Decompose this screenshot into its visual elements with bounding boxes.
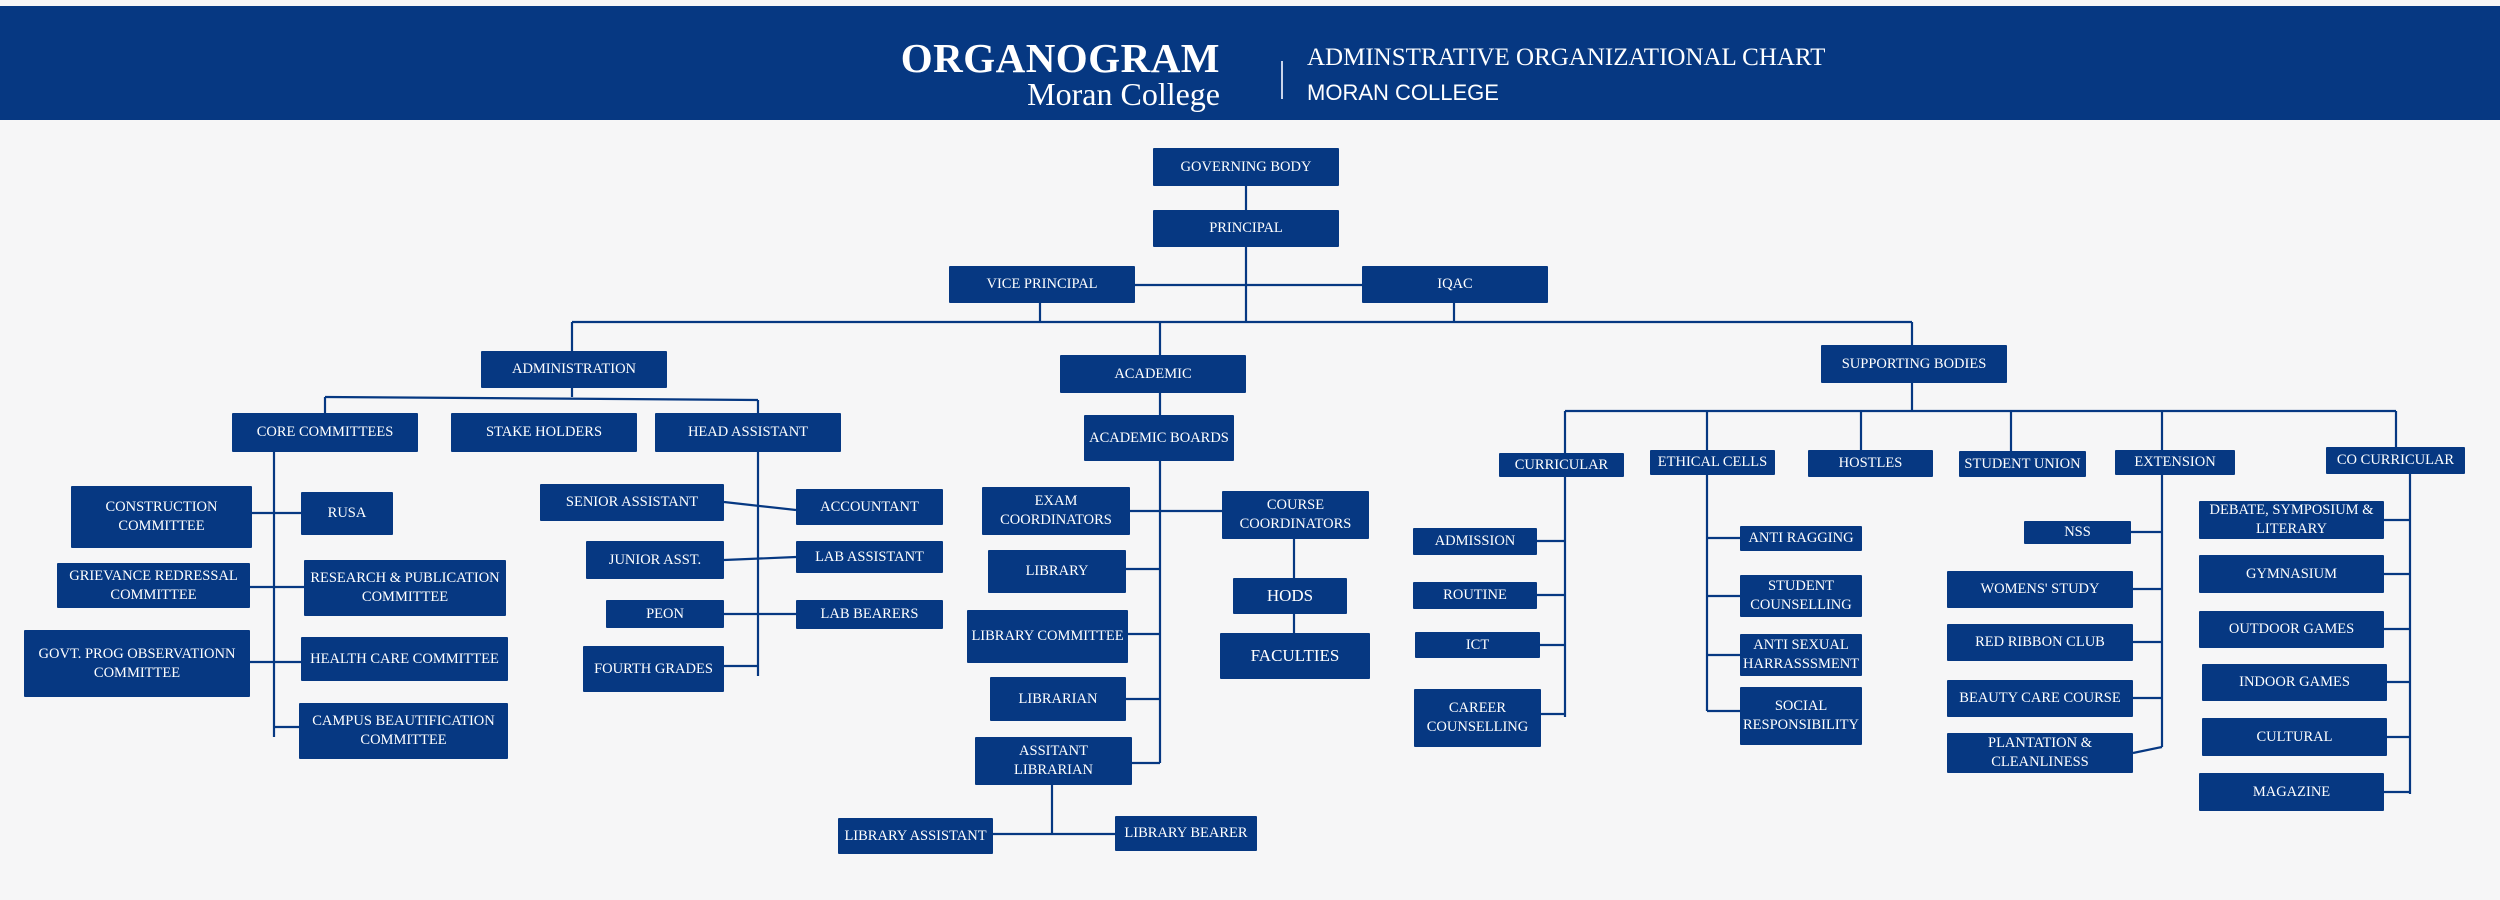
node-anti-sexual-harassment: ANTI SEXUAL HARRASSSMENT [1740, 634, 1862, 676]
node-nss: NSS [2024, 521, 2131, 544]
node-accountant: ACCOUNTANT [796, 489, 943, 525]
node-hods: HODS [1233, 578, 1347, 614]
node-faculties: FACULTIES [1220, 633, 1370, 679]
node-academic-boards: ACADEMIC BOARDS [1084, 415, 1234, 461]
node-library: LIBRARY [988, 550, 1126, 593]
node-outdoor-games: OUTDOOR GAMES [2199, 611, 2384, 648]
node-stake-holders: STAKE HOLDERS [451, 413, 637, 452]
chart-subtitle: MORAN COLLEGE [1307, 80, 1499, 105]
node-anti-ragging: ANTI RAGGING [1740, 526, 1862, 551]
node-cultural: CULTURAL [2202, 718, 2387, 756]
node-womens-study: WOMENS' STUDY [1947, 571, 2133, 608]
node-head-assistant: HEAD ASSISTANT [655, 413, 841, 452]
node-routine: ROUTINE [1413, 582, 1537, 609]
node-magazine: MAGAZINE [2199, 773, 2384, 811]
brand-subtitle: Moran College [1027, 76, 1220, 112]
node-library-assistant: LIBRARY ASSISTANT [838, 818, 993, 854]
node-career-counselling: CAREER COUNSELLING [1414, 689, 1541, 747]
node-course-coordinators: COURSE COORDINATORS [1222, 491, 1369, 539]
node-co-curricular: CO CURRICULAR [2326, 447, 2465, 474]
brand-title: ORGANOGRAM [900, 35, 1220, 81]
node-academic: ACADEMIC [1060, 355, 1246, 393]
node-admission: ADMISSION [1413, 528, 1537, 555]
node-student-counselling: STUDENT COUNSELLING [1740, 575, 1862, 617]
node-research-committee: RESEARCH & PUBLICATION COMMITTEE [304, 560, 506, 616]
header-banner: ORGANOGRAM Moran College ADMINSTRATIVE O… [0, 6, 2500, 120]
node-iqac: IQAC [1362, 266, 1548, 303]
node-govt-prog-committee: GOVT. PROG OBSERVATIONN COMMITTEE [24, 630, 250, 697]
node-junior-asst: JUNIOR ASST. [586, 541, 724, 579]
node-ict: ICT [1415, 632, 1540, 658]
node-extension: EXTENSION [2115, 450, 2235, 475]
node-indoor-games: INDOOR GAMES [2202, 664, 2387, 701]
node-curricular: CURRICULAR [1499, 453, 1624, 477]
node-grievance-committee: GRIEVANCE REDRESSAL COMMITTEE [57, 563, 250, 608]
node-gymnasium: GYMNASIUM [2199, 555, 2384, 593]
node-librarian: LIBRARIAN [990, 677, 1126, 721]
node-ethical-cells: ETHICAL CELLS [1650, 450, 1775, 475]
node-red-ribbon-club: RED RIBBON CLUB [1947, 624, 2133, 661]
node-lab-bearers: LAB BEARERS [796, 600, 943, 629]
node-campus-beautification: CAMPUS BEAUTIFICATION COMMITTEE [299, 703, 508, 759]
node-principal: PRINCIPAL [1153, 210, 1339, 247]
node-beauty-care-course: BEAUTY CARE COURSE [1947, 680, 2133, 717]
node-assistant-librarian: ASSITANT LIBRARIAN [975, 737, 1132, 785]
node-administration: ADMINISTRATION [481, 351, 667, 388]
node-health-care-committee: HEALTH CARE COMMITTEE [301, 637, 508, 681]
node-fourth-grades: FOURTH GRADES [583, 646, 724, 692]
node-senior-assistant: SENIOR ASSISTANT [540, 484, 724, 521]
header-divider [1281, 61, 1283, 99]
node-library-committee: LIBRARY COMMITTEE [967, 610, 1128, 663]
node-vice-principal: VICE PRINCIPAL [949, 266, 1135, 303]
chart-title: ADMINSTRATIVE ORGANIZATIONAL CHART [1307, 44, 1826, 71]
node-governing-body: GOVERNING BODY [1153, 148, 1339, 186]
node-rusa: RUSA [301, 492, 393, 535]
node-lab-assistant: LAB ASSISTANT [796, 541, 943, 573]
node-student-union: STUDENT UNION [1959, 451, 2086, 477]
node-hostles: HOSTLES [1808, 450, 1933, 477]
node-exam-coordinators: EXAM COORDINATORS [982, 487, 1130, 535]
node-construction-committee: CONSTRUCTION COMMITTEE [71, 486, 252, 548]
node-social-responsibility: SOCIAL RESPONSIBILITY [1740, 687, 1862, 745]
node-plantation-cleanliness: PLANTATION & CLEANLINESS [1947, 733, 2133, 773]
node-supporting-bodies: SUPPORTING BODIES [1821, 345, 2007, 383]
node-library-bearer: LIBRARY BEARER [1115, 816, 1257, 851]
node-core-committees: CORE COMMITTEES [232, 413, 418, 452]
node-peon: PEON [606, 600, 724, 628]
node-debate-symposium: DEBATE, SYMPOSIUM & LITERARY [2199, 501, 2384, 539]
